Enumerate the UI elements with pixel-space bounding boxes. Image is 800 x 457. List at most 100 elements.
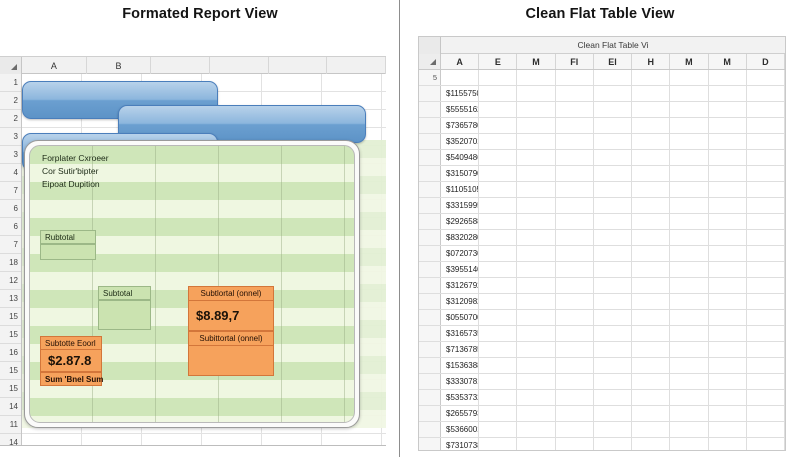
left-row-header-cell[interactable]: 12 [0, 272, 21, 290]
right-table-cell[interactable] [556, 438, 594, 450]
right-table-cell[interactable]: $54094864 [441, 150, 480, 165]
right-table-cell[interactable] [556, 230, 594, 245]
left-row-header-cell[interactable]: 15 [0, 380, 21, 398]
right-row-number[interactable] [419, 166, 441, 181]
right-table-cell[interactable] [632, 198, 671, 213]
right-table-cell[interactable] [709, 166, 747, 181]
left-column-header-e[interactable] [269, 57, 328, 74]
right-column-header-3[interactable]: M [517, 54, 556, 69]
right-table-row[interactable]: $31209823 [419, 294, 785, 310]
right-row-number[interactable] [419, 326, 441, 341]
right-table-row[interactable]: $55551623 [419, 102, 785, 118]
right-table-cell[interactable] [709, 134, 747, 149]
right-row-number[interactable] [419, 278, 441, 293]
report-subtotte-label[interactable]: Subtotte Eoorl [40, 336, 102, 350]
report-subtotal-onnel-1-value[interactable]: $8.89,7 [188, 301, 274, 331]
left-row-header-cell[interactable]: 2 [0, 92, 21, 110]
left-row-header-cell[interactable]: 2 [0, 110, 21, 128]
right-table-cell[interactable] [747, 438, 785, 450]
right-table-cell[interactable] [670, 262, 709, 277]
right-table-cell[interactable] [670, 70, 709, 85]
left-row-header-cell[interactable]: 15 [0, 362, 21, 380]
right-table-cell[interactable] [479, 438, 518, 450]
right-table-cell[interactable] [747, 166, 785, 181]
right-table-cell[interactable] [747, 342, 785, 357]
right-table-cell[interactable] [709, 294, 747, 309]
right-table-cell[interactable] [709, 390, 747, 405]
right-table-cell[interactable] [517, 374, 556, 389]
right-table-cell[interactable] [594, 406, 633, 421]
left-row-header-cell[interactable]: 3 [0, 146, 21, 164]
right-table-cell[interactable] [479, 198, 518, 213]
right-table-cell[interactable] [517, 406, 556, 421]
right-row-number[interactable] [419, 198, 441, 213]
right-table-cell[interactable] [632, 310, 671, 325]
left-column-header-f[interactable] [327, 57, 386, 74]
right-table-cell[interactable] [594, 358, 633, 373]
right-table-cell[interactable] [556, 198, 594, 213]
right-table-row[interactable]: $71367857 [419, 342, 785, 358]
right-table-cell[interactable] [709, 230, 747, 245]
right-table-cell[interactable] [747, 310, 785, 325]
right-table-cell[interactable] [632, 182, 671, 197]
right-table-cell[interactable] [670, 358, 709, 373]
left-row-header-cell[interactable]: 14 [0, 434, 21, 445]
right-row-number[interactable]: 5 [419, 70, 441, 85]
right-table-cell[interactable] [632, 294, 671, 309]
right-row-number[interactable] [419, 406, 441, 421]
right-table-row[interactable]: $31657357 [419, 326, 785, 342]
right-table-cell[interactable] [556, 326, 594, 341]
right-table-cell[interactable] [632, 278, 671, 293]
right-column-header-5[interactable]: El [594, 54, 633, 69]
right-table-cell[interactable] [747, 278, 785, 293]
left-row-header-cell[interactable]: 15 [0, 326, 21, 344]
right-table-cell[interactable] [747, 86, 785, 101]
right-table-cell[interactable]: $73657802 [441, 118, 480, 133]
report-subtotal-onnel-2-label[interactable]: Subittortal (onnel) [188, 331, 274, 346]
right-column-header-8[interactable]: M [709, 54, 747, 69]
right-table-cell[interactable] [594, 102, 633, 117]
right-table-cell[interactable] [556, 102, 594, 117]
right-table-cell[interactable] [632, 70, 671, 85]
left-column-header-a[interactable]: A [22, 57, 87, 74]
right-table-row[interactable]: $07207306 [419, 246, 785, 262]
right-table-cell[interactable] [670, 390, 709, 405]
left-row-header-cell[interactable]: 18 [0, 254, 21, 272]
right-table-cell[interactable] [479, 182, 518, 197]
right-table-cell[interactable] [709, 278, 747, 293]
right-table-cell[interactable]: $31209823 [441, 294, 480, 309]
right-table-cell[interactable] [632, 166, 671, 181]
left-row-header-cell[interactable]: 13 [0, 290, 21, 308]
right-table-row[interactable]: $33159957 [419, 198, 785, 214]
right-table-cell[interactable] [594, 86, 633, 101]
right-table-cell[interactable] [479, 134, 518, 149]
right-table-row[interactable]: $31267927 [419, 278, 785, 294]
right-table-cell[interactable]: $11557500 [441, 86, 480, 101]
right-table-cell[interactable]: $39551408 [441, 262, 480, 277]
right-table-cell[interactable]: $07207306 [441, 246, 480, 261]
right-table-cell[interactable] [517, 278, 556, 293]
right-table-cell[interactable] [594, 342, 633, 357]
right-table-cell[interactable] [556, 166, 594, 181]
right-table-cell[interactable] [747, 150, 785, 165]
right-table-cell[interactable] [670, 230, 709, 245]
left-row-header-cell[interactable]: 7 [0, 236, 21, 254]
right-select-all-corner[interactable] [419, 54, 441, 69]
report-subtotal-onnel-2-body[interactable] [188, 346, 274, 376]
right-row-number[interactable] [419, 182, 441, 197]
right-table-cell[interactable] [632, 390, 671, 405]
right-table-cell[interactable] [670, 182, 709, 197]
right-table-cell[interactable] [709, 310, 747, 325]
right-table-cell[interactable] [556, 246, 594, 261]
right-table-cell[interactable] [517, 70, 556, 85]
right-table-cell[interactable] [517, 230, 556, 245]
right-table-row[interactable]: $54094864 [419, 150, 785, 166]
right-table-cell[interactable] [747, 294, 785, 309]
right-table-cell[interactable] [556, 118, 594, 133]
report-subtotal-mid-label[interactable]: Subtotal [98, 286, 151, 300]
report-subtotal-left-body[interactable] [40, 244, 96, 260]
right-table-cell[interactable] [556, 406, 594, 421]
left-row-header-cell[interactable]: 6 [0, 218, 21, 236]
right-table-cell[interactable] [747, 230, 785, 245]
left-row-header-cell[interactable]: 4 [0, 164, 21, 182]
